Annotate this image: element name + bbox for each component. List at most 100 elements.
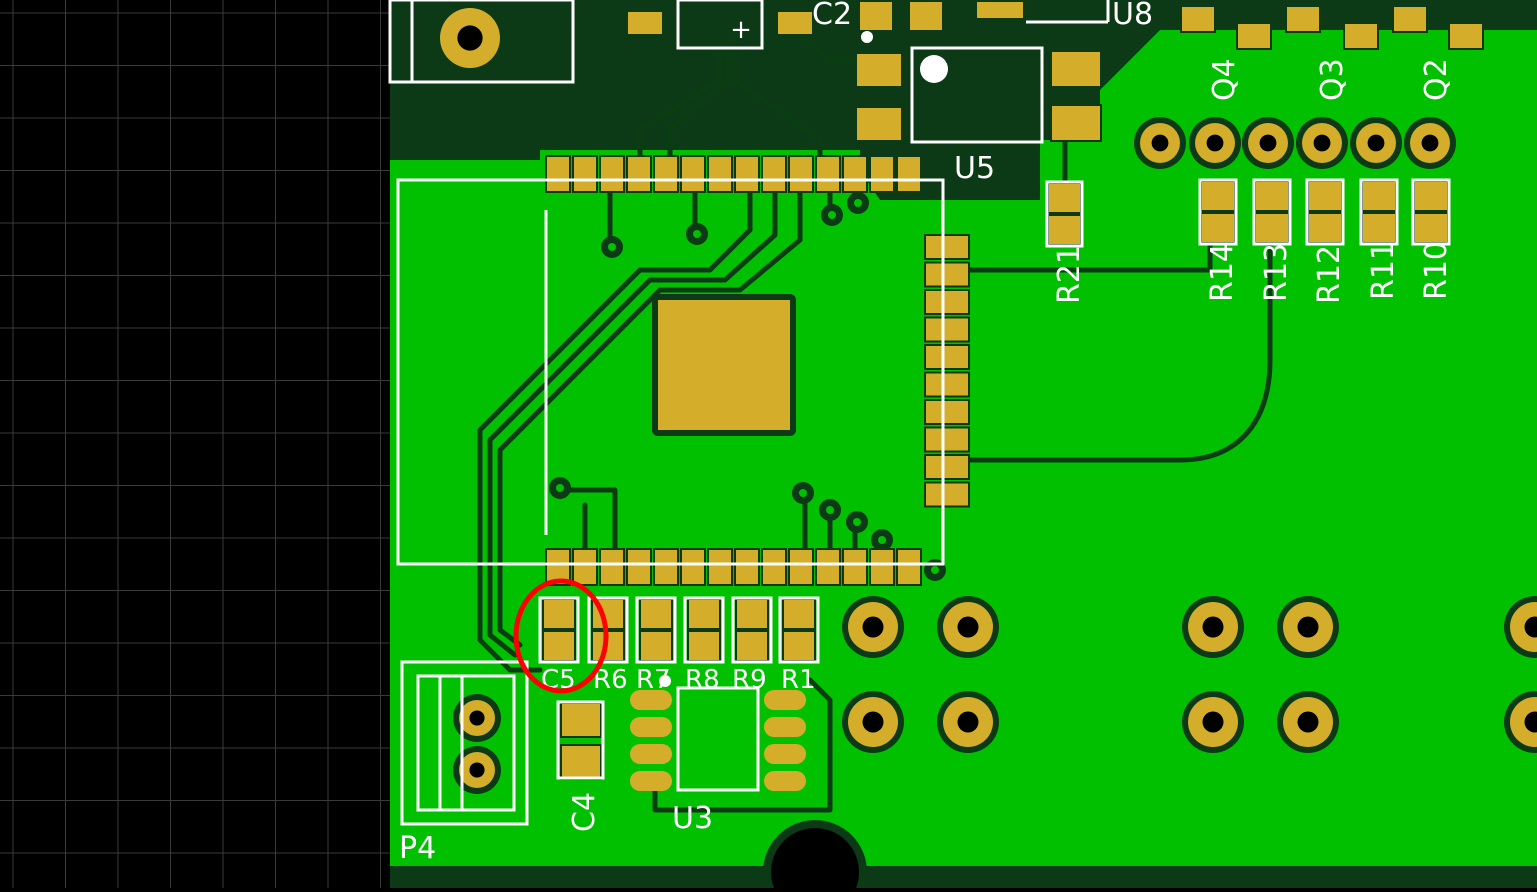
module-pin[interactable]	[926, 456, 968, 478]
pad[interactable]	[860, 2, 892, 30]
module-pin[interactable]	[628, 157, 650, 191]
q-pad[interactable]	[1394, 7, 1426, 31]
module-pin[interactable]	[790, 157, 812, 191]
passive-pad[interactable]	[737, 600, 767, 628]
resistor-pad[interactable]	[1309, 214, 1341, 242]
q-pad[interactable]	[1238, 24, 1270, 48]
q-pad[interactable]	[1450, 24, 1482, 48]
th-pad[interactable]	[1242, 117, 1294, 169]
module-pin[interactable]	[898, 550, 920, 584]
module-pin[interactable]	[926, 374, 968, 396]
resistor-pad[interactable]	[1202, 182, 1234, 210]
resistor-pad[interactable]	[1256, 214, 1288, 242]
u5-pad[interactable]	[1052, 106, 1100, 140]
module-pin[interactable]	[601, 157, 623, 191]
module-pin[interactable]	[844, 550, 866, 584]
passive-pad[interactable]	[689, 600, 719, 628]
module-pin[interactable]	[926, 484, 968, 506]
passive-pad[interactable]	[737, 632, 767, 660]
u3-pin[interactable]	[630, 771, 672, 791]
th-pad[interactable]	[1182, 596, 1244, 658]
connector-pin[interactable]	[453, 746, 501, 794]
module-pin[interactable]	[736, 550, 758, 584]
u3-pin[interactable]	[630, 744, 672, 764]
th-pad[interactable]	[1404, 117, 1456, 169]
th-pad[interactable]	[1277, 596, 1339, 658]
th-pad[interactable]	[1296, 117, 1348, 169]
module-pin[interactable]	[682, 550, 704, 584]
module-pin[interactable]	[682, 157, 704, 191]
module-pin[interactable]	[926, 401, 968, 423]
th-pad[interactable]	[1350, 117, 1402, 169]
th-pad[interactable]	[937, 596, 999, 658]
c4-pad[interactable]	[562, 746, 600, 778]
module-pin[interactable]	[601, 550, 623, 584]
th-pad[interactable]	[842, 596, 904, 658]
resistor-pad[interactable]	[1363, 182, 1395, 210]
passive-pad[interactable]	[784, 600, 814, 628]
resistor-pad[interactable]	[1202, 214, 1234, 242]
module-pin[interactable]	[547, 157, 569, 191]
module-pin[interactable]	[926, 429, 968, 451]
module-pin[interactable]	[709, 157, 731, 191]
passive-pad[interactable]	[544, 632, 574, 660]
module-pin[interactable]	[763, 550, 785, 584]
module-pin[interactable]	[574, 157, 596, 191]
th-pad[interactable]	[1134, 117, 1186, 169]
passive-pad[interactable]	[641, 600, 671, 628]
resistor-pad[interactable]	[1415, 214, 1447, 242]
u3-pin[interactable]	[764, 744, 806, 764]
module-pin[interactable]	[871, 157, 893, 191]
passive-pad[interactable]	[641, 632, 671, 660]
passive-pad[interactable]	[689, 632, 719, 660]
resistor-pad[interactable]	[1415, 182, 1447, 210]
passive-pad[interactable]	[784, 632, 814, 660]
pad[interactable]	[977, 2, 1023, 18]
module-pin[interactable]	[574, 550, 596, 584]
module-pin[interactable]	[709, 550, 731, 584]
u5-pad[interactable]	[1052, 52, 1100, 86]
module-pin[interactable]	[926, 264, 968, 286]
module-pin[interactable]	[655, 550, 677, 584]
q-pad[interactable]	[1287, 7, 1319, 31]
th-pad[interactable]	[937, 691, 999, 753]
r21-pad[interactable]	[1049, 216, 1080, 244]
pad[interactable]	[910, 2, 942, 30]
module-pin[interactable]	[763, 157, 785, 191]
q-pad[interactable]	[1345, 24, 1377, 48]
u3-pin[interactable]	[764, 717, 806, 737]
resistor-pad[interactable]	[1256, 182, 1288, 210]
module-pin[interactable]	[628, 550, 650, 584]
module-pin[interactable]	[655, 157, 677, 191]
resistor-pad[interactable]	[1309, 182, 1341, 210]
module-pin[interactable]	[926, 236, 968, 258]
module-pin[interactable]	[898, 157, 920, 191]
pad[interactable]	[778, 12, 812, 34]
u3-pin[interactable]	[764, 771, 806, 791]
module-pin[interactable]	[926, 319, 968, 341]
pad[interactable]	[628, 12, 662, 34]
module-pin[interactable]	[871, 550, 893, 584]
module-pin[interactable]	[817, 550, 839, 584]
module-ground-pad[interactable]	[658, 300, 790, 430]
th-pad[interactable]	[434, 2, 506, 74]
th-pad[interactable]	[1277, 691, 1339, 753]
th-pad[interactable]	[1189, 117, 1241, 169]
c4-pad[interactable]	[562, 704, 600, 736]
q-pad[interactable]	[1182, 7, 1214, 31]
resistor-pad[interactable]	[1363, 214, 1395, 242]
th-pad[interactable]	[842, 691, 904, 753]
module-pin[interactable]	[926, 346, 968, 368]
connector-pin[interactable]	[453, 694, 501, 742]
module-pin[interactable]	[817, 157, 839, 191]
u5-pad[interactable]	[857, 108, 901, 140]
module-pin[interactable]	[926, 291, 968, 313]
module-pin[interactable]	[790, 550, 812, 584]
r21-pad[interactable]	[1049, 184, 1080, 212]
passive-pad[interactable]	[544, 600, 574, 628]
module-pin[interactable]	[844, 157, 866, 191]
module-pin[interactable]	[736, 157, 758, 191]
u3-pin[interactable]	[630, 717, 672, 737]
th-pad[interactable]	[1182, 691, 1244, 753]
